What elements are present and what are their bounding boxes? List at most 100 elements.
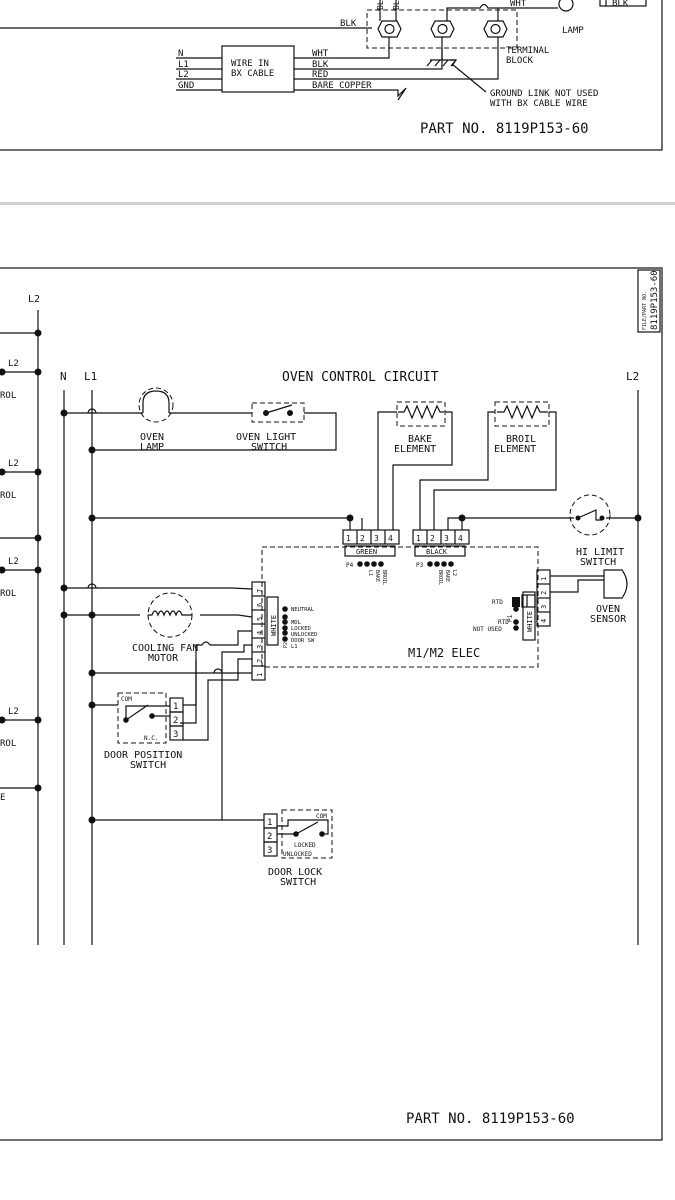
p1-color: WHITE [526,611,534,632]
l1-header: L1 [84,370,97,383]
oven-control-panel: FILE/PART NO. 8119P153-60 L2 L2 ROL L2 R… [0,267,663,1141]
svg-text:4: 4 [458,534,463,543]
ground-symbol [426,48,487,93]
svg-text:OVEN LIGHT SWITCH: OVEN LIGHT SWITCH [236,432,302,453]
svg-text:4: 4 [540,619,548,623]
svg-text:3: 3 [444,534,449,543]
door-position-switch-component: COM N.C. 1 2 3 DOOR POSITION SWITCH [104,692,188,771]
bl-label-a: BL [376,0,385,10]
hi-limit-switch-component: HI LIMIT SWITCH [569,494,630,568]
p2-label: P2 [283,642,289,648]
svg-text:BAKE ELEMENT: BAKE ELEMENT [394,434,438,455]
bottom-panel-border [0,267,663,1141]
svg-text:LOCKED: LOCKED [294,842,316,849]
svg-text:4: 4 [388,534,393,543]
wire-bare-label: BARE COPPER [312,81,372,91]
svg-text:OVEN LAMP: OVEN LAMP [140,432,170,453]
terminal-screw-1 [377,20,402,38]
terminal-block-label: TERMINAL BLOCK [506,46,555,66]
svg-text:L1: L1 [367,570,373,576]
top-lamp-symbol [558,0,574,12]
svg-text:OVEN SENSOR: OVEN SENSOR [590,604,627,625]
svg-text:2: 2 [430,534,435,543]
p4-color: GREEN [356,548,377,556]
svg-text:N.C.: N.C. [144,735,158,742]
bottom-part-number: PART NO. 8119P153-60 [406,1111,575,1127]
top-part-number: PART NO. 8119P153-60 [420,121,589,137]
left-l2-2: L2 [8,459,19,469]
left-l2-header: L2 [28,294,40,305]
svg-text:BROIL: BROIL [381,570,387,585]
line-l2-label: L2 [178,70,189,80]
broil-element-component: BROIL ELEMENT [494,401,550,455]
svg-text:L1: L1 [291,644,298,650]
svg-text:1: 1 [267,818,272,828]
svg-text:1: 1 [173,702,178,712]
svg-text:COM: COM [121,696,132,703]
svg-text:BAKE: BAKE [444,570,450,582]
m1m2-control-box [261,546,539,668]
svg-text:1: 1 [416,534,421,543]
svg-text:L2: L2 [451,570,457,576]
line-n-label: N [178,49,183,59]
ground-link-note: GROUND LINK NOT USED WITH BX CABLE WIRE [490,89,604,109]
left-rol-2: ROL [0,491,16,501]
svg-text:2: 2 [267,832,272,842]
svg-text:BROIL: BROIL [437,570,443,585]
svg-text:RTD: RTD [492,599,503,606]
svg-text:7: 7 [256,589,264,593]
left-l2-1: L2 [8,359,19,369]
svg-text:2: 2 [173,716,178,726]
left-l2-3: L2 [8,557,19,567]
oven-light-switch-component: OVEN LIGHT SWITCH [236,402,305,453]
svg-text:1: 1 [256,673,264,677]
top-panel-border [0,0,663,151]
file-part-caption: FILE/PART NO. [642,291,648,330]
svg-text:2: 2 [540,591,548,595]
line-l1-label: L1 [178,60,189,70]
svg-text:DOOR POSITION SWITCH: DOOR POSITION SWITCH [104,750,188,771]
left-rol-1: ROL [0,391,16,401]
svg-text:3: 3 [173,730,178,740]
svg-text:5: 5 [256,617,264,621]
bake-element-component: BAKE ELEMENT [394,401,446,455]
left-e-label: E [0,793,5,803]
svg-text:UNLOCKED: UNLOCKED [283,851,312,858]
svg-text:MDL: MDL [291,620,302,626]
svg-text:HI LIMIT SWITCH: HI LIMIT SWITCH [576,547,630,568]
svg-text:3: 3 [540,605,548,609]
svg-text:LOCKED: LOCKED [291,626,311,632]
p3-label: P3 [416,562,424,569]
bl-label-b: BL [392,0,401,10]
cooling-fan-motor-component: COOLING FAN MOTOR [132,592,204,664]
left-ladder-fragment: L2 L2 ROL L2 ROL L2 ROL L2 ROL E [0,294,42,945]
m1m2-label: M1/M2 ELEC [408,646,480,660]
svg-text:DOOR SW: DOOR SW [291,638,315,644]
top-blk-label: BLK [340,19,357,29]
terminal-block-box [366,9,518,49]
svg-text:2: 2 [360,534,365,543]
door-lock-switch-component: COM LOCKED UNLOCKED 1 2 3 DOOR LOCK SWIT… [263,809,333,888]
svg-text:3: 3 [256,645,264,649]
left-rol-4: ROL [0,739,16,749]
wire-wht-label: WHT [312,49,329,59]
wire-red-label: RED [312,70,328,80]
svg-text:DOOR LOCK SWITCH: DOOR LOCK SWITCH [268,867,328,888]
l2-header-right: L2 [626,370,639,383]
svg-text:BROIL ELEMENT: BROIL ELEMENT [494,434,542,455]
top-wht-label: WHT [510,0,527,9]
top-wiring-panel: BLK BL BL WHT LAMP BLK TERMINAL BLOCK [0,0,663,151]
terminal-screw-2 [430,20,455,38]
p1-connector: P1 RTD RTD NOT USED WHITE 1 2 3 4 [473,569,551,641]
left-rol-3: ROL [0,589,16,599]
svg-text:NEUTRAL: NEUTRAL [291,607,315,613]
svg-text:BAKE: BAKE [374,570,380,582]
p4-label: P4 [346,562,354,569]
oven-sensor-component: OVEN SENSOR [550,569,628,625]
p4-connector: 1 2 3 4 GREEN P4 BROIL BAKE L1 [342,529,400,585]
svg-text:COM: COM [316,813,327,820]
svg-text:COOLING FAN MOTOR: COOLING FAN MOTOR [132,643,204,664]
n-header: N [60,370,67,383]
p3-color: BLACK [426,548,448,556]
file-part-box [637,269,661,333]
